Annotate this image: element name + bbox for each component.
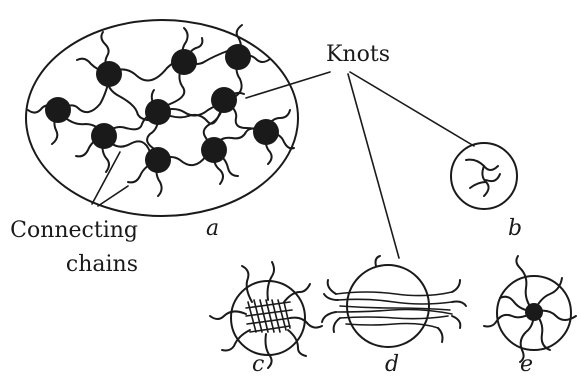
connecting-label: Connecting bbox=[8, 220, 138, 242]
leader-to-a bbox=[246, 72, 330, 98]
knot-e bbox=[525, 303, 543, 321]
chains-label: chains bbox=[8, 254, 138, 276]
knot bbox=[211, 87, 237, 113]
structure-b bbox=[451, 143, 517, 209]
structure-c bbox=[210, 262, 322, 368]
leader-to-d bbox=[348, 74, 399, 258]
label-e: e bbox=[520, 354, 533, 376]
knot bbox=[145, 147, 171, 173]
knot bbox=[171, 49, 197, 75]
structure-e bbox=[484, 256, 576, 362]
aligned-bundle-d bbox=[336, 292, 452, 328]
structure-d bbox=[322, 256, 466, 347]
structure-b-boundary bbox=[451, 143, 517, 209]
knot bbox=[201, 137, 227, 163]
knot bbox=[96, 61, 122, 87]
label-d: d bbox=[385, 354, 399, 376]
hatched-knot-c bbox=[246, 300, 292, 332]
knot bbox=[145, 99, 171, 125]
connecting-leader-lines bbox=[92, 152, 128, 206]
knot bbox=[91, 123, 117, 149]
label-c: c bbox=[252, 354, 264, 376]
knot bbox=[225, 44, 251, 70]
knots-a bbox=[45, 44, 279, 173]
connecting-leader-2 bbox=[92, 152, 120, 204]
label-a: a bbox=[206, 218, 219, 240]
knots-label: Knots bbox=[326, 44, 390, 66]
knot bbox=[253, 119, 279, 145]
connecting-leader-1 bbox=[98, 186, 128, 206]
leader-to-b bbox=[350, 72, 474, 146]
network-a bbox=[26, 20, 298, 216]
label-b: b bbox=[508, 218, 522, 240]
structure-d-boundary bbox=[347, 265, 429, 347]
knot bbox=[45, 97, 71, 123]
